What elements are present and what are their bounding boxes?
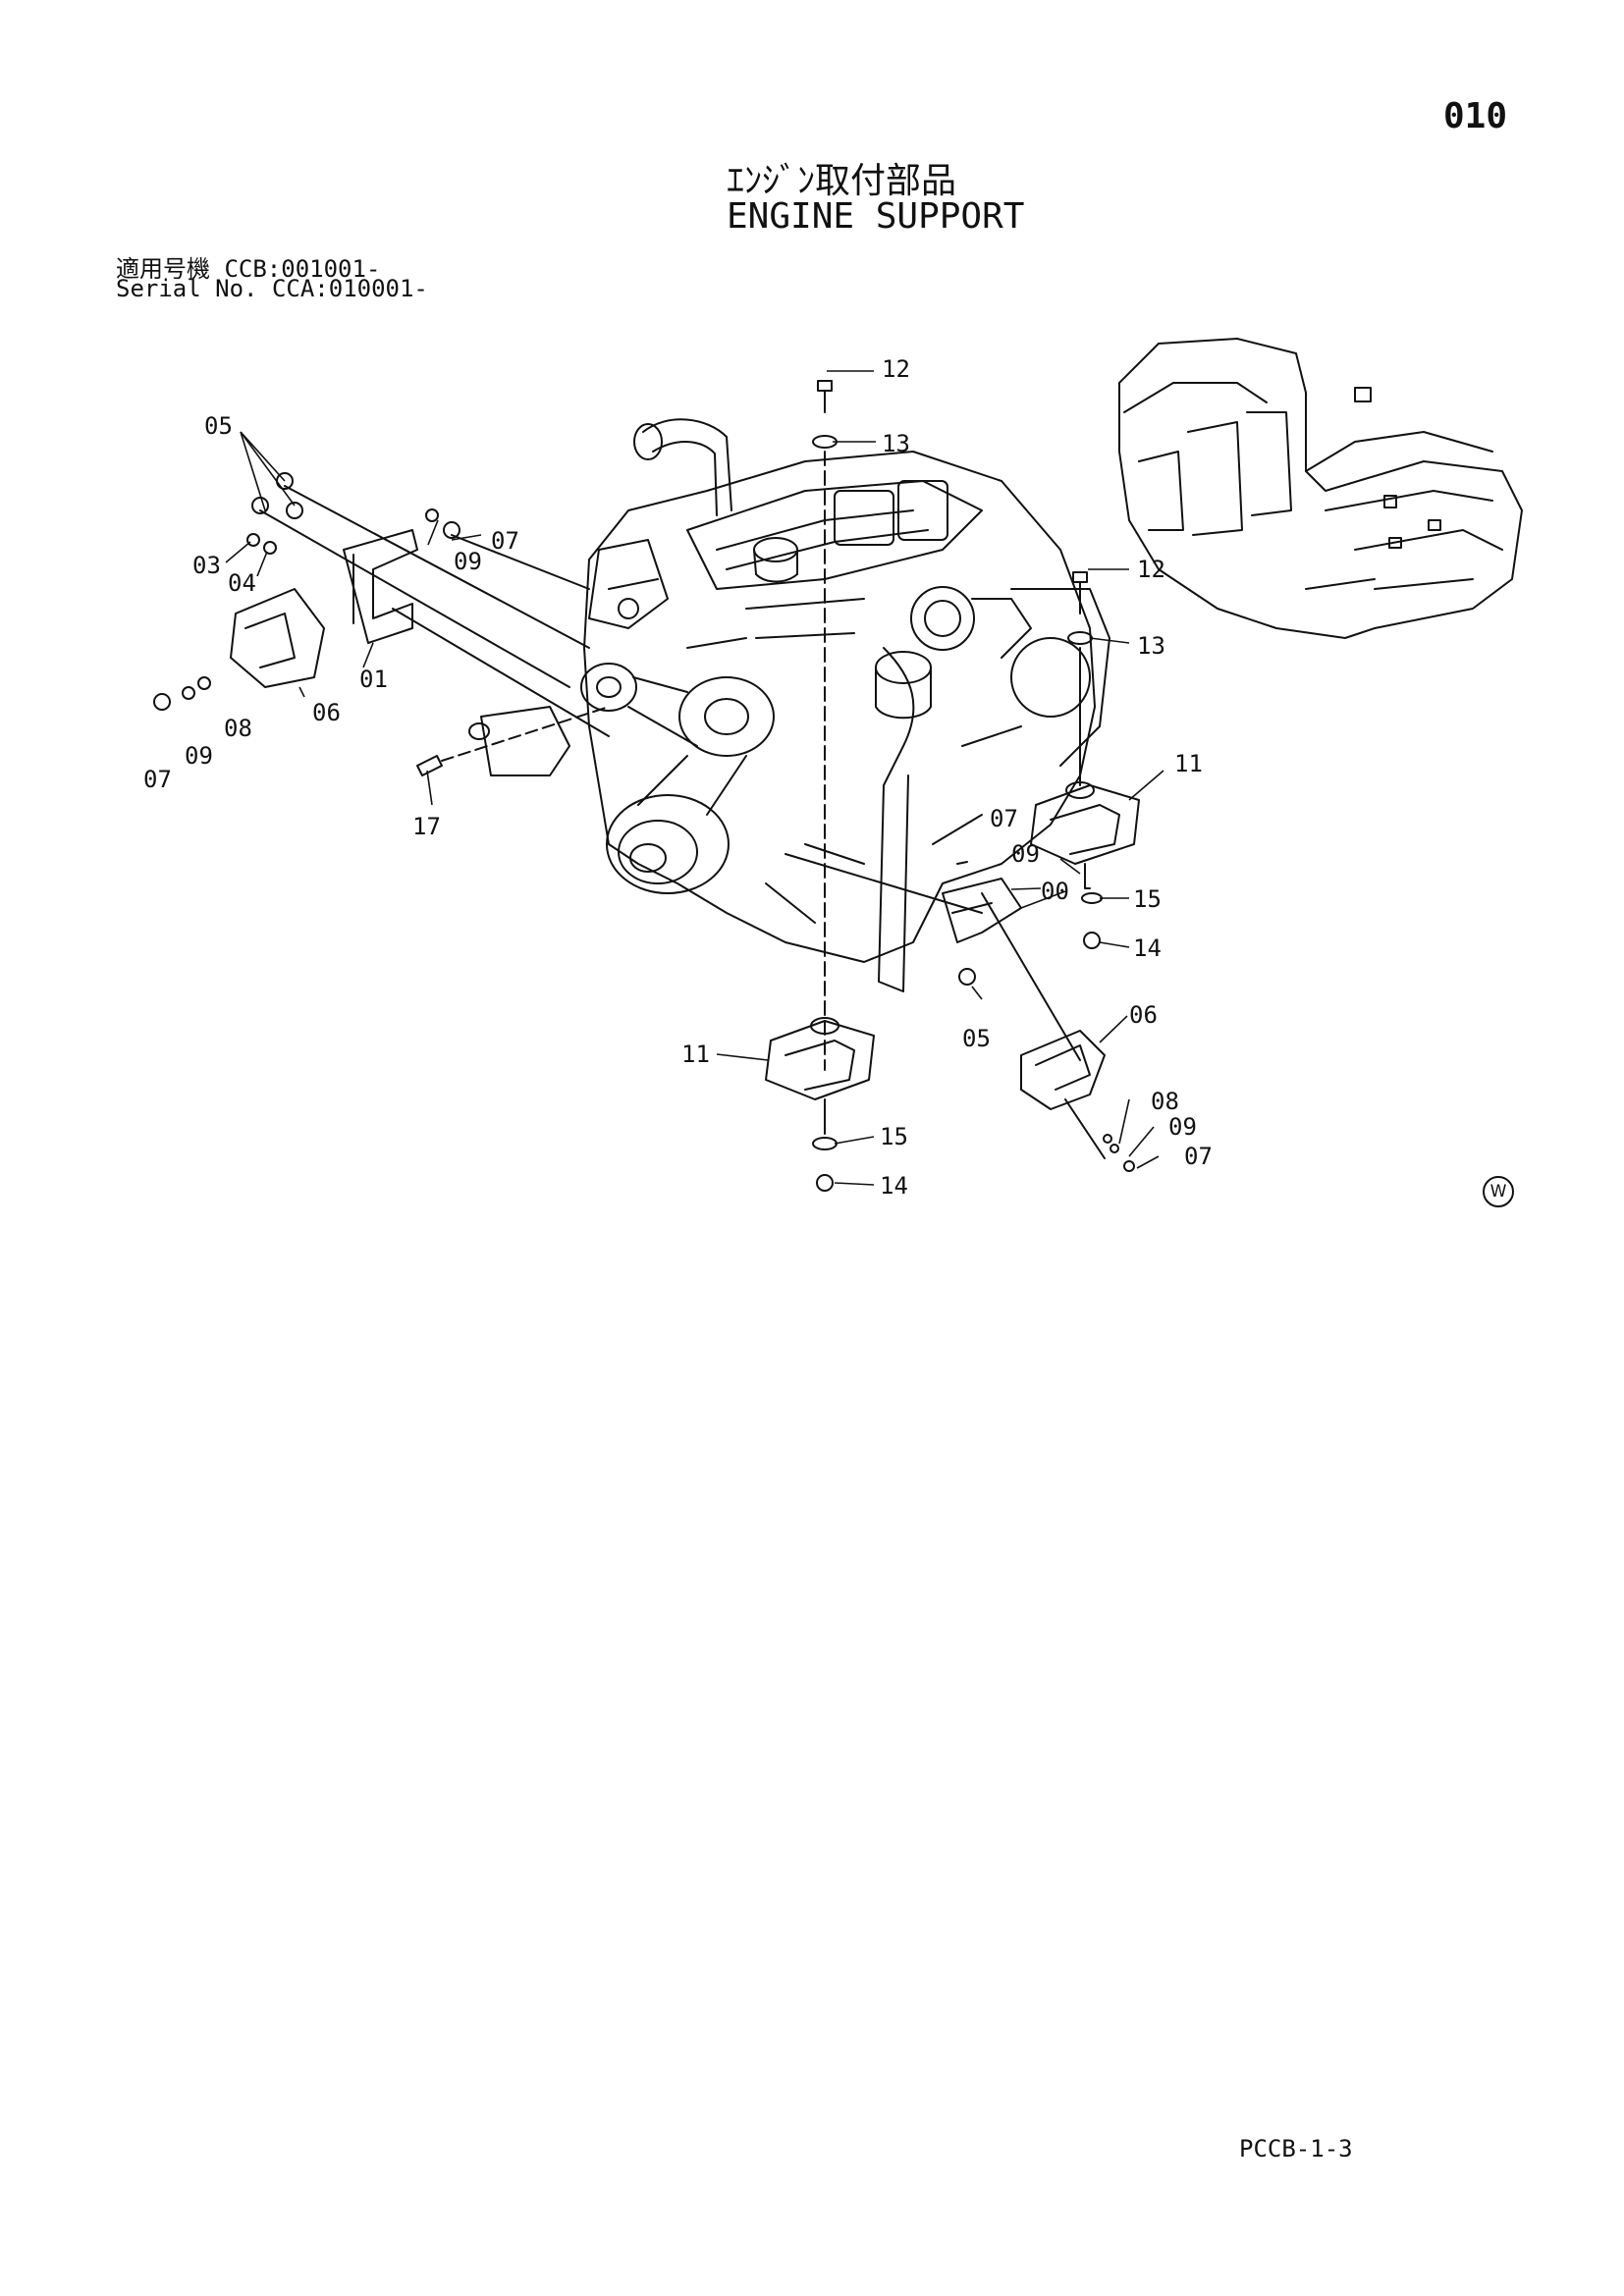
callout-08: 08 (1151, 1088, 1179, 1115)
top-bolt-stack-center (812, 380, 838, 1071)
callout-00: 00 (1041, 878, 1069, 905)
callout-12: 12 (882, 355, 910, 383)
callout-09: 09 (185, 742, 213, 770)
rear-mount-right (1030, 781, 1140, 949)
bottom-mount-center (765, 1017, 875, 1192)
excavator-outline (1118, 338, 1523, 639)
applicability-line-2: Serial No. CCA:010001- (116, 275, 428, 302)
page-number: 010 (1443, 96, 1508, 136)
applicability-line-1: 適用号機 CCB:001001- (116, 255, 381, 283)
callout-08: 08 (224, 715, 252, 742)
watermark-w-symbol: W (1483, 1176, 1514, 1207)
rear-bracket (785, 853, 1081, 1061)
front-bracket-group (153, 472, 610, 776)
callout-06: 06 (312, 699, 341, 726)
callout-09: 09 (454, 548, 482, 575)
callout-07: 07 (143, 766, 172, 793)
callout-06: 06 (1129, 1001, 1158, 1029)
callout-04: 04 (228, 569, 256, 597)
title-japanese: ｴﾝｼﾞﾝ取付部品 (727, 161, 957, 201)
callout-07: 07 (1184, 1143, 1213, 1170)
callout-09: 09 (1168, 1113, 1197, 1141)
callout-13: 13 (882, 430, 910, 457)
callout-12: 12 (1137, 556, 1165, 583)
callout-17: 17 (412, 813, 441, 840)
callout-15: 15 (880, 1123, 908, 1150)
callout-05: 05 (962, 1025, 991, 1052)
footer-page-code: PCCB-1-3 (1239, 2135, 1353, 2163)
callout-14: 14 (1133, 934, 1162, 962)
callout-11: 11 (681, 1041, 710, 1068)
callout-01: 01 (359, 666, 388, 693)
callout-07: 07 (990, 805, 1018, 832)
callout-14: 14 (880, 1172, 908, 1200)
front-mount-right (958, 968, 1135, 1172)
callout-05: 05 (204, 412, 233, 440)
callout-13: 13 (1137, 632, 1165, 660)
callout-03: 03 (192, 552, 221, 579)
title-english: ENGINE SUPPORT (727, 196, 1025, 237)
callout-15: 15 (1133, 885, 1162, 913)
engine-assembly (468, 418, 1110, 992)
callout-11: 11 (1174, 750, 1203, 777)
callout-07: 07 (491, 527, 519, 555)
callout-09: 09 (1011, 840, 1040, 868)
